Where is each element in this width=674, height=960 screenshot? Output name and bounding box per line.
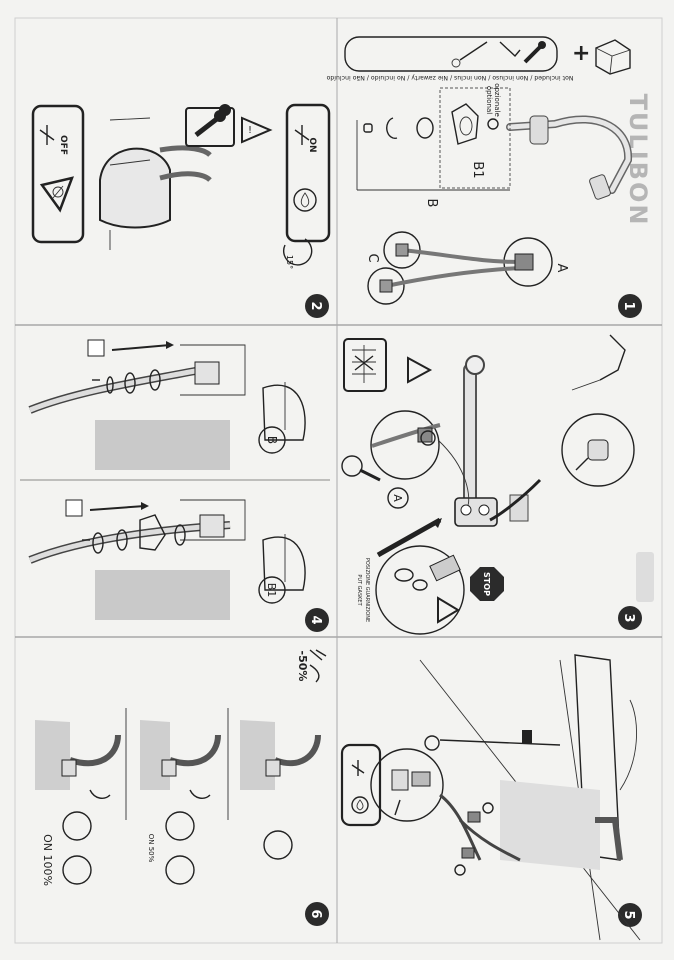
valve-off-box <box>31 104 85 244</box>
optional-it: opzionale <box>493 83 501 117</box>
valve-on-icon <box>294 125 310 145</box>
valve-detail-icons <box>62 811 293 885</box>
gasket-note-en: PUT GASKET <box>356 574 362 606</box>
gasket-note-it: POSIZIONE GUARNIZIONE <box>364 558 370 622</box>
label-b1: B1 <box>470 161 485 178</box>
caution-triangle-icon-2 <box>407 356 433 384</box>
valve-on-box-5 <box>340 743 382 827</box>
step-badge-1 <box>618 294 642 318</box>
panel-3: 3 A POSIZIONE G <box>341 334 654 635</box>
mount-assembly-b1 <box>28 499 306 620</box>
step-number-3: 3 <box>621 613 636 622</box>
hose-connection-detail <box>370 410 470 506</box>
off-label: OFF <box>58 135 68 155</box>
svg-text:!: ! <box>248 125 252 136</box>
faucet-full-flow <box>35 720 121 799</box>
angle-indicator <box>282 238 313 266</box>
label-a-circle <box>387 487 409 509</box>
panel-4: 4 B <box>28 339 329 632</box>
no-water-warning-icon <box>39 176 74 213</box>
panel-2: 2 OFF ! ON 15° <box>31 103 331 318</box>
box-icon <box>595 39 631 75</box>
panel-5: 5 <box>340 654 642 941</box>
on-50-label: ON 50% <box>147 834 155 863</box>
flexible-hoses <box>367 231 553 305</box>
allen-key-icon <box>499 41 521 58</box>
step-number-6: 6 <box>308 909 323 918</box>
panel-1: 1 + Not included / Non incluso / Non inc… <box>326 36 652 318</box>
screwdriver-icon <box>451 41 488 68</box>
panel-6: 6 -50% ON 100% ON 5 <box>35 649 329 926</box>
gasket-detail <box>375 517 465 635</box>
tools-box <box>344 36 558 72</box>
flow-reduction-label: -50% <box>296 651 309 682</box>
mounting-parts <box>356 87 511 191</box>
sink-cabinet-illustration <box>419 654 641 941</box>
wrench-tool-box <box>185 107 235 147</box>
do-not-twist-box <box>343 338 387 392</box>
step-number-2: 2 <box>308 301 323 310</box>
optional-en: optional <box>485 86 493 114</box>
faded-logo <box>636 552 654 602</box>
column-dividers <box>125 708 229 820</box>
water-drop-icon <box>293 188 317 212</box>
step-badge-3 <box>618 606 642 630</box>
step-number-4: 4 <box>308 615 323 624</box>
label-a-panel-3: A <box>391 494 404 502</box>
not-included-note: Not included / Non incluso / Non inclus … <box>326 74 573 82</box>
valve-on-icon-5 <box>351 760 365 776</box>
on-label: ON <box>307 137 317 152</box>
spanner-tool-icon <box>341 455 381 482</box>
caution-triangle-icon: ! <box>241 116 273 144</box>
valve-connection-detail <box>370 735 521 876</box>
label-c: C <box>365 253 380 262</box>
angle-label: 15° <box>285 255 294 269</box>
step-number-1: 1 <box>621 301 636 310</box>
step-badge-5 <box>618 903 642 927</box>
step-badge-6 <box>305 902 329 926</box>
stop-label: STOP <box>482 572 491 596</box>
step-badge-2 <box>305 294 329 318</box>
sink-bowl-illustration <box>99 117 212 250</box>
label-a: A <box>554 264 569 273</box>
hose-end-detail <box>489 334 635 522</box>
do-not-twist-icon <box>352 345 376 383</box>
flow-reduction-icon <box>309 649 327 683</box>
label-b: B <box>424 199 439 208</box>
label-b1-panel-4: B1 <box>265 583 278 598</box>
valve-on-box <box>285 103 331 243</box>
mount-assembly-b <box>28 339 306 470</box>
water-drop-icon-5 <box>351 796 369 814</box>
panel-grid <box>14 17 663 944</box>
bullet-dot <box>219 104 231 116</box>
step-badge-4 <box>305 608 329 632</box>
faucet-closed <box>240 720 321 790</box>
faucet-illustration <box>506 115 633 200</box>
stop-sign: STOP <box>470 567 504 601</box>
faucet-half-flow <box>140 720 221 799</box>
on-100-label: ON 100% <box>41 834 54 886</box>
long-mixer-body <box>454 355 529 527</box>
wrench-icon <box>523 41 546 64</box>
plus-sign: + <box>572 41 590 66</box>
step-number-5: 5 <box>621 910 636 919</box>
label-b-panel-4: B <box>265 436 279 444</box>
valve-off-icon <box>39 125 55 145</box>
